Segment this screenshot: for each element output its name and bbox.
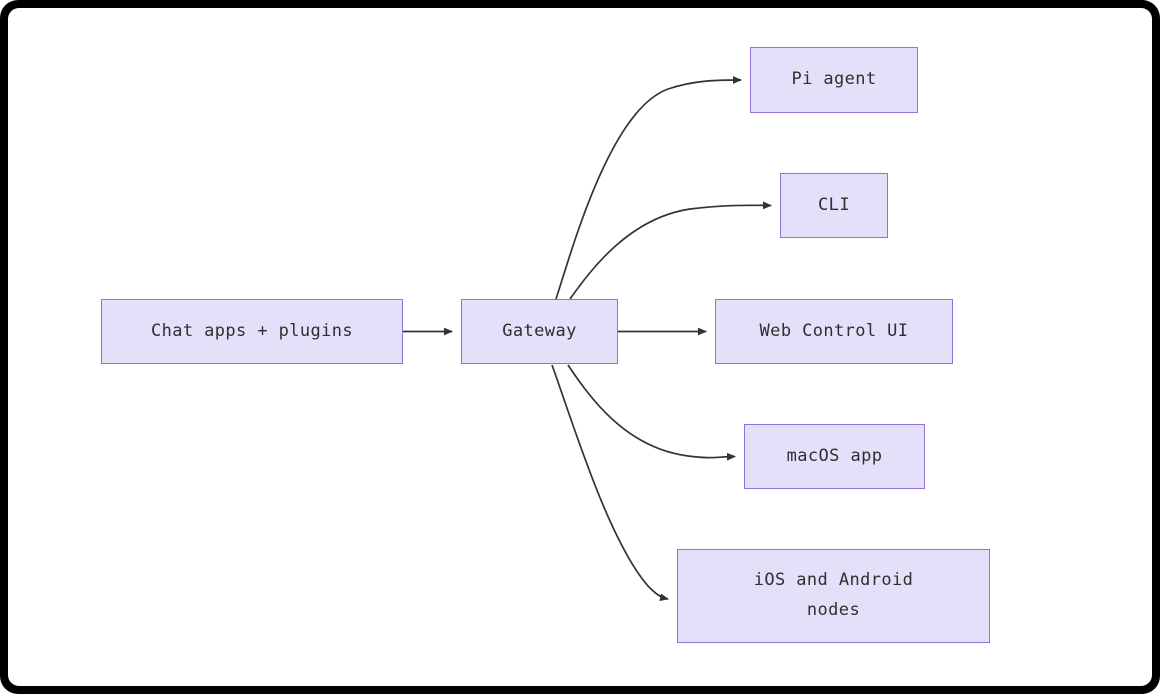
node-pi-agent[interactable]: Pi agent: [750, 47, 918, 113]
node-gateway[interactable]: Gateway: [461, 299, 618, 364]
node-web-control-ui[interactable]: Web Control UI: [715, 299, 953, 364]
edge-gateway-to-pi-agent: [555, 76, 742, 300]
diagram-canvas: Chat apps + plugins Gateway Pi agent CLI…: [8, 8, 1152, 686]
edge-gateway-to-macos-app: [567, 364, 736, 461]
edge-gateway-to-cli: [569, 201, 772, 300]
edge-gateway-to-ios-android-nodes: [551, 364, 669, 602]
diagram-root: Chat apps + plugins Gateway Pi agent CLI…: [8, 8, 1152, 686]
node-cli[interactable]: CLI: [780, 173, 888, 238]
node-chat-apps[interactable]: Chat apps + plugins: [101, 299, 403, 364]
node-macos-app[interactable]: macOS app: [744, 424, 925, 489]
node-ios-android-nodes[interactable]: iOS and Android nodes: [677, 549, 990, 643]
